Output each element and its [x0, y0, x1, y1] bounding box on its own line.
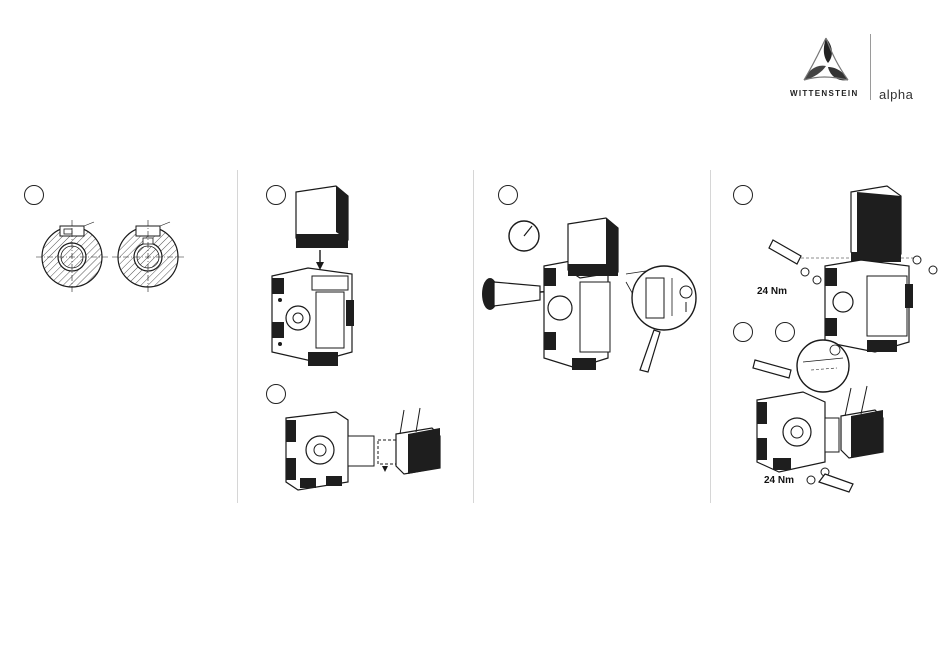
motor-mounting-vertical-diagram [268, 182, 398, 377]
shaft-cross-section-diagram [30, 212, 220, 322]
flange-bolting-vertical-diagram [767, 182, 947, 357]
torque-label: 24 Nm [757, 286, 787, 297]
step-marker [498, 185, 518, 205]
panel-4: 24 Nm 24 Nm [711, 172, 949, 502]
panel-3 [474, 172, 710, 502]
step-marker [733, 185, 753, 205]
motor-mounting-horizontal-diagram [282, 406, 452, 496]
logo-divider [870, 34, 871, 100]
flange-bolting-horizontal-diagram [751, 332, 947, 497]
product-name: alpha [879, 87, 913, 102]
panel-2 [238, 172, 473, 502]
torque-tightening-diagram [476, 212, 706, 412]
brand-logo: WITTENSTEIN alpha [790, 32, 930, 104]
brand-name: WITTENSTEIN [790, 89, 859, 98]
torque-label: 24 Nm [764, 475, 794, 486]
step-marker [266, 384, 286, 404]
step-marker [733, 322, 753, 342]
step-marker [24, 185, 44, 205]
panel-1 [0, 172, 237, 502]
wittenstein-logo-icon [800, 36, 852, 86]
